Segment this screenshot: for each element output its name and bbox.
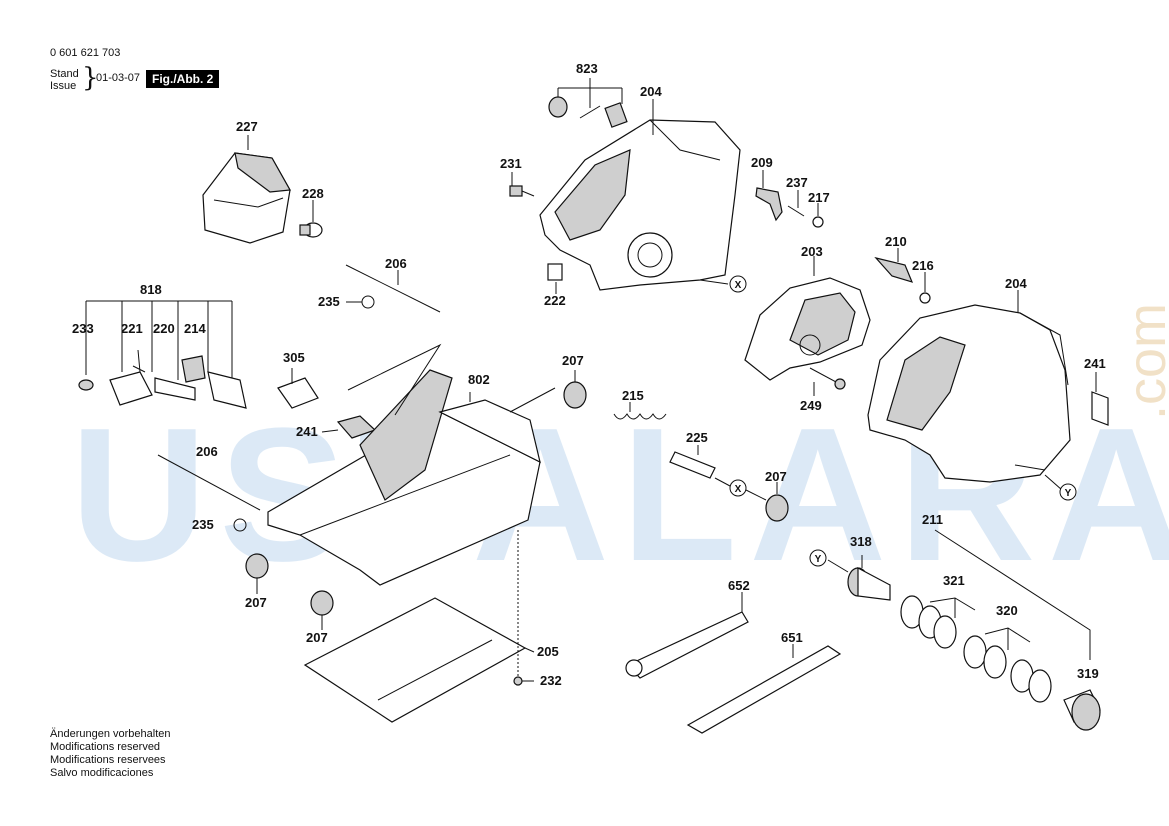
part-207-roller-right (765, 494, 789, 522)
part-222-pin (547, 263, 563, 281)
label-319: 319 (1077, 666, 1099, 681)
part-231-screw (509, 185, 535, 197)
label-220: 220 (153, 321, 175, 336)
label-206-top: 206 (385, 256, 407, 271)
part-228-knob (299, 222, 323, 238)
part-225-sleeve (669, 451, 716, 479)
label-231: 231 (500, 156, 522, 171)
part-207-roller-mid (563, 381, 587, 409)
part-203-lower-guard (744, 277, 871, 381)
issue-label: Issue (50, 80, 77, 92)
label-204-right: 204 (1005, 276, 1027, 291)
label-249: 249 (800, 398, 822, 413)
label-215: 215 (622, 388, 644, 403)
label-318: 318 (850, 534, 872, 549)
note-french: Modifications reservees (50, 754, 166, 766)
label-818: 818 (140, 282, 162, 297)
svg-text:X: X (735, 280, 742, 291)
part-651-wedge (686, 645, 842, 734)
label-225: 225 (686, 430, 708, 445)
label-222: 222 (544, 293, 566, 308)
part-249-screw (809, 367, 846, 390)
part-235-clip-left (233, 518, 247, 532)
label-227: 227 (236, 119, 258, 134)
part-823-knob-set (548, 96, 628, 128)
marker-y-right: Y (1059, 483, 1077, 501)
part-235-clip-top (361, 295, 375, 309)
label-823: 823 (576, 61, 598, 76)
part-216-nut (919, 292, 931, 304)
label-207-left2: 207 (306, 630, 328, 645)
document-number: 0 601 621 703 (50, 47, 121, 59)
part-204-upper-guard (539, 119, 741, 291)
brace-glyph: } (82, 63, 99, 93)
figure-badge: Fig./Abb. 2 (146, 70, 220, 88)
part-232-screw (513, 676, 523, 686)
label-209: 209 (751, 155, 773, 170)
part-215-spring (613, 413, 667, 420)
label-305: 305 (283, 350, 305, 365)
label-235-top: 235 (318, 294, 340, 309)
marker-y-left: Y (809, 549, 827, 567)
leader-lines (85, 78, 1097, 682)
part-305-plate (277, 377, 319, 409)
svg-text:Y: Y (815, 554, 822, 565)
part-number-labels: 823 204 227 228 231 209 237 217 203 222 … (72, 61, 1106, 688)
modification-notes: Änderungen vorbehalten Modifications res… (50, 728, 170, 780)
label-207-left1: 207 (245, 595, 267, 610)
label-203: 203 (801, 244, 823, 259)
label-205: 205 (537, 644, 559, 659)
part-818-switch-assembly (78, 349, 247, 409)
part-206-rod-left (157, 454, 261, 511)
label-211: 211 (922, 512, 943, 527)
stand-label: Stand (50, 68, 79, 80)
label-321: 321 (943, 573, 965, 588)
part-206-rod-top (345, 264, 441, 313)
label-204-top: 204 (640, 84, 662, 99)
note-english: Modifications reserved (50, 741, 161, 753)
label-207-mid: 207 (562, 353, 584, 368)
part-205-base-plate (303, 597, 527, 723)
svg-text:X: X (735, 484, 742, 495)
part-210-lever (874, 256, 914, 283)
label-206-left: 206 (196, 444, 218, 459)
label-241-left: 241 (296, 424, 318, 439)
label-214: 214 (184, 321, 206, 336)
part-211-flange-set (847, 567, 1101, 731)
part-209-latch (755, 187, 824, 228)
label-802: 802 (468, 372, 490, 387)
part-207-roller-left2 (310, 590, 334, 616)
label-233: 233 (72, 321, 94, 336)
label-241-right: 241 (1084, 356, 1106, 371)
note-german: Änderungen vorbehalten (50, 728, 171, 740)
label-210: 210 (885, 234, 907, 249)
label-232: 232 (540, 673, 562, 688)
marker-x-mid: X (729, 479, 747, 497)
label-235-left: 235 (192, 517, 214, 532)
label-237: 237 (786, 175, 808, 190)
part-802-base-housing (267, 369, 541, 586)
svg-text:Y: Y (1065, 488, 1072, 499)
part-204-right-guard (867, 304, 1071, 483)
label-217: 217 (808, 190, 830, 205)
label-221: 221 (121, 321, 143, 336)
part-652-wrench (625, 611, 749, 679)
part-241-plate-right (1091, 391, 1109, 426)
note-spanish: Salvo modificaciones (50, 767, 154, 779)
label-651: 651 (781, 630, 803, 645)
label-652: 652 (728, 578, 750, 593)
label-216: 216 (912, 258, 934, 273)
part-227-motor-cover (202, 152, 291, 244)
part-207-roller-left1 (245, 553, 269, 579)
label-320: 320 (996, 603, 1018, 618)
marker-x-top: X (729, 275, 747, 293)
label-207-right: 207 (765, 469, 787, 484)
issue-date: 01-03-07 (96, 72, 141, 84)
label-228: 228 (302, 186, 324, 201)
